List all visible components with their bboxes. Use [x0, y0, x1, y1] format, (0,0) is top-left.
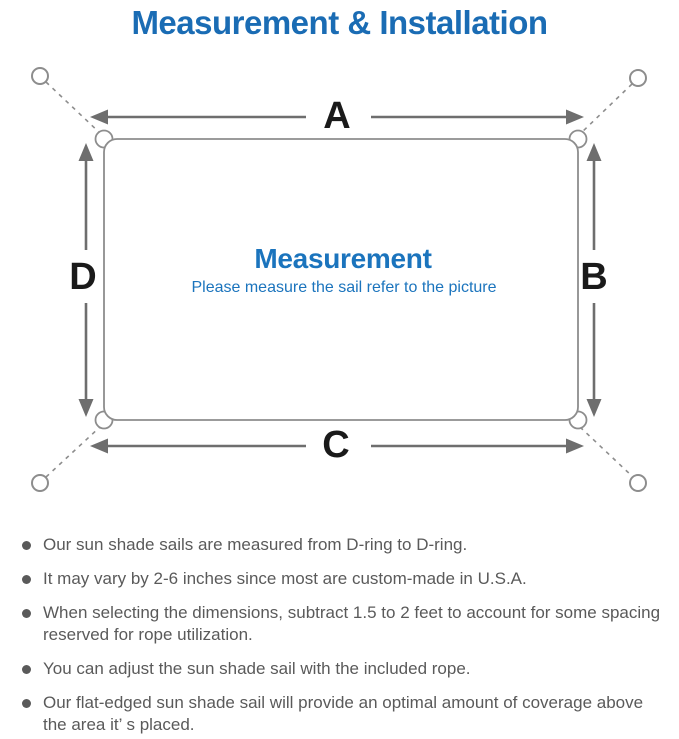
- anchor-ring-icon: [31, 67, 49, 85]
- rope-dashed-line: [579, 83, 633, 135]
- bullet-dot-icon: [22, 699, 31, 708]
- note-text: It may vary by 2-6 inches since most are…: [43, 569, 527, 588]
- d-ring-icon: [568, 410, 588, 430]
- bullet-dot-icon: [22, 609, 31, 618]
- rope-dashed-line: [579, 426, 634, 478]
- dimension-label-c: C: [322, 424, 350, 466]
- arrow-right-head-icon: [566, 438, 584, 454]
- d-ring-icon: [568, 129, 588, 149]
- arrow-up-head-icon: [78, 143, 94, 161]
- anchor-ring-icon: [31, 474, 49, 492]
- note-text: Our sun shade sails are measured from D-…: [43, 535, 468, 554]
- anchor-ring-icon: [629, 69, 647, 87]
- arrow-down-head-icon: [78, 399, 94, 417]
- bullet-dot-icon: [22, 575, 31, 584]
- measurement-subtitle: Please measure the sail refer to the pic…: [191, 279, 497, 296]
- dimension-label-b: B: [580, 256, 608, 298]
- rope-dashed-line: [45, 81, 102, 135]
- notes-list: Our sun shade sails are measured from D-…: [22, 534, 667, 739]
- bullet-dot-icon: [22, 665, 31, 674]
- note-text: Our flat-edged sun shade sail will provi…: [43, 693, 644, 734]
- list-item: Our flat-edged sun shade sail will provi…: [22, 692, 667, 736]
- list-item: You can adjust the sun shade sail with t…: [22, 658, 667, 680]
- list-item: It may vary by 2-6 inches since most are…: [22, 568, 667, 590]
- arrow-down-head-icon: [586, 399, 602, 417]
- measurement-heading: Measurement: [254, 243, 432, 274]
- d-ring-icon: [94, 410, 114, 430]
- arrow-up-head-icon: [586, 143, 602, 161]
- anchor-ring-icon: [629, 474, 647, 492]
- arrow-left-head-icon: [90, 438, 108, 454]
- bullet-dot-icon: [22, 541, 31, 550]
- rope-dashed-line: [45, 425, 102, 478]
- arrow-right-head-icon: [566, 109, 584, 125]
- list-item: Our sun shade sails are measured from D-…: [22, 534, 667, 556]
- dimension-label-a: A: [323, 95, 351, 137]
- note-text: When selecting the dimensions, subtract …: [43, 603, 661, 644]
- d-ring-icon: [94, 129, 114, 149]
- dimension-label-d: D: [69, 256, 97, 298]
- list-item: When selecting the dimensions, subtract …: [22, 602, 667, 646]
- arrow-left-head-icon: [90, 109, 108, 125]
- note-text: You can adjust the sun shade sail with t…: [43, 659, 471, 678]
- page-title: Measurement & Installation: [131, 4, 548, 41]
